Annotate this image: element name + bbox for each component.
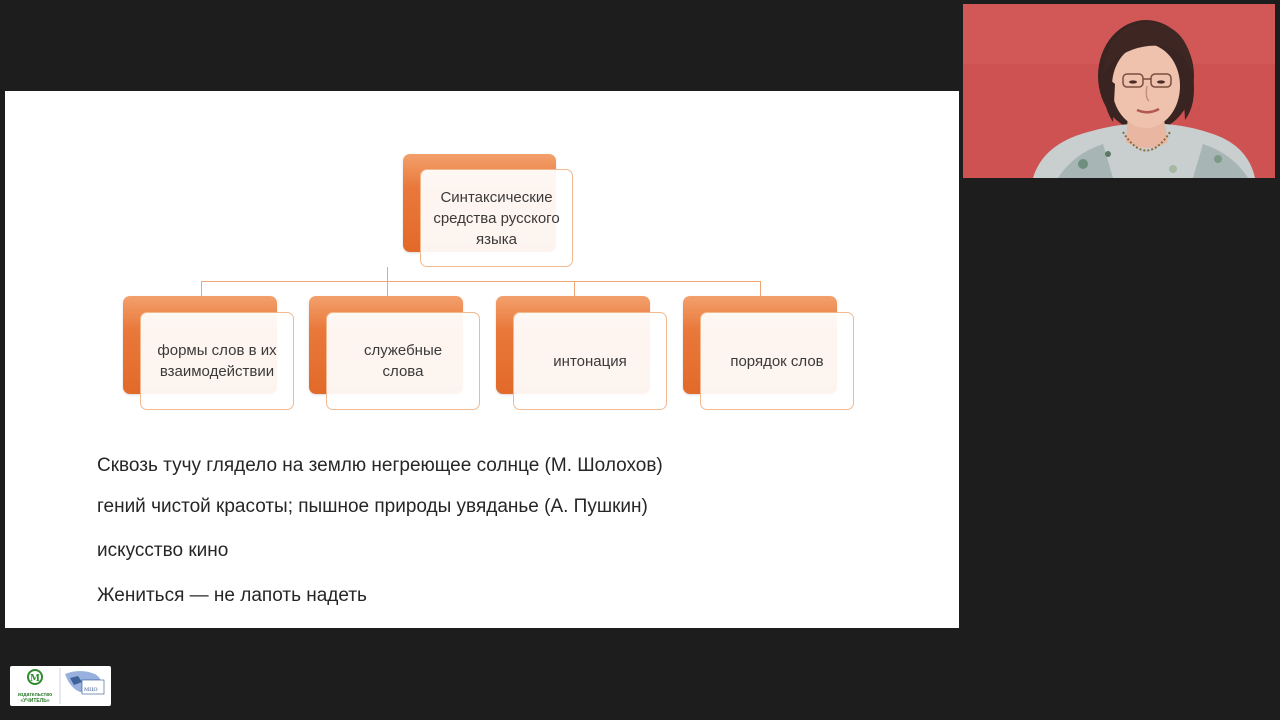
connector-horizontal — [201, 281, 761, 282]
logo-caption-line-1: издательство — [17, 692, 53, 698]
logo-caption-line-2: «УЧИТЕЛЬ» — [20, 698, 50, 704]
example-line-2: гений чистой красоты; пышное природы увя… — [97, 496, 648, 517]
presenter-webcam — [963, 4, 1275, 178]
example-line-4: Жениться — не лапоть надеть — [97, 585, 367, 606]
child-node-3-label: интонация — [513, 312, 667, 410]
root-node-label: Синтаксические средства русского языка — [420, 169, 573, 267]
connector-child-4 — [760, 281, 761, 297]
partner-logo-label: МЦО — [84, 687, 98, 693]
connector-child-1 — [201, 281, 202, 297]
child-node-4-label: порядок слов — [700, 312, 854, 410]
example-line-3: искусство кино — [97, 540, 229, 561]
connector-root-down — [387, 267, 388, 281]
connector-child-2 — [387, 281, 388, 297]
logo-emblem: М — [27, 668, 105, 704]
connector-child-3 — [574, 281, 575, 297]
child-node-2-label: служебные слова — [326, 312, 480, 410]
child-node-1-label: формы слов в их взаимодействии — [140, 312, 294, 410]
presentation-slide: Синтаксические средства русского языка ф… — [5, 91, 959, 628]
example-line-1: Сквозь тучу глядело на землю негреющее с… — [97, 455, 663, 476]
presenter-image — [963, 4, 1275, 178]
logo-caption: издательство «УЧИТЕЛЬ» — [12, 692, 58, 704]
publisher-logo: М издательство «УЧИТЕЛЬ» МЦО — [10, 666, 111, 706]
svg-text:М: М — [30, 674, 40, 684]
